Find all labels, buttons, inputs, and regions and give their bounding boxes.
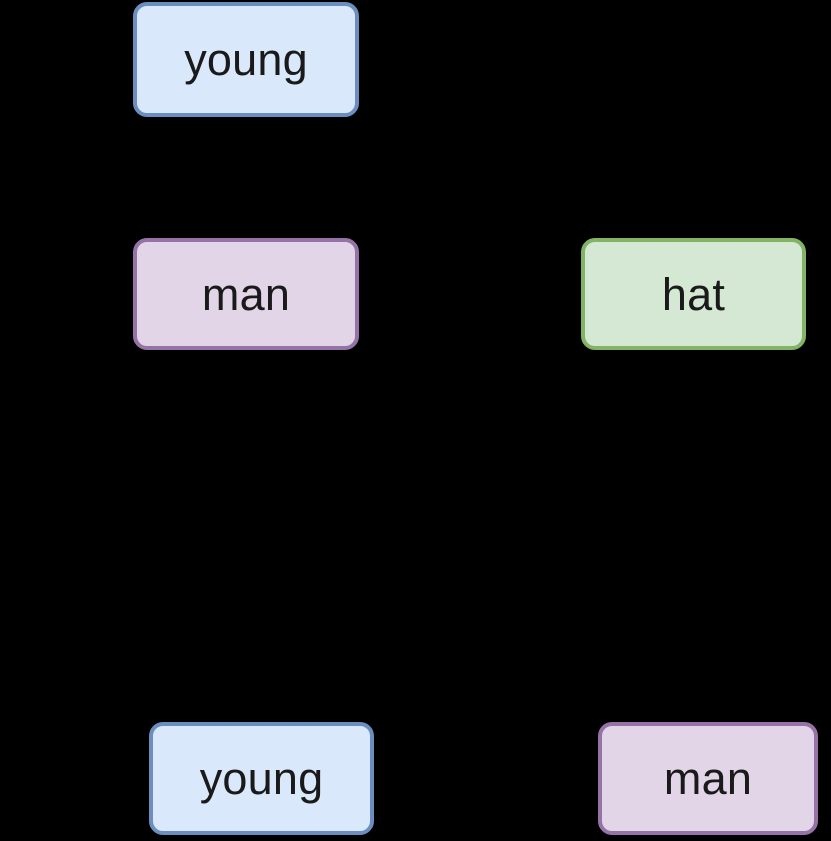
graph-node-hat[interactable]: hat xyxy=(581,238,806,350)
graph-node-young-top[interactable]: young xyxy=(133,2,359,117)
graph-node-label: young xyxy=(184,34,308,85)
graph-node-young-bottom[interactable]: young xyxy=(149,722,374,835)
graph-node-label: man xyxy=(663,753,753,804)
graph-node-label: young xyxy=(199,753,324,804)
graph-node-label: man xyxy=(201,268,291,320)
graph-node-man-bottom[interactable]: man xyxy=(598,722,818,835)
graph-node-label: hat xyxy=(661,268,726,320)
graph-node-man-middle[interactable]: man xyxy=(133,238,359,350)
